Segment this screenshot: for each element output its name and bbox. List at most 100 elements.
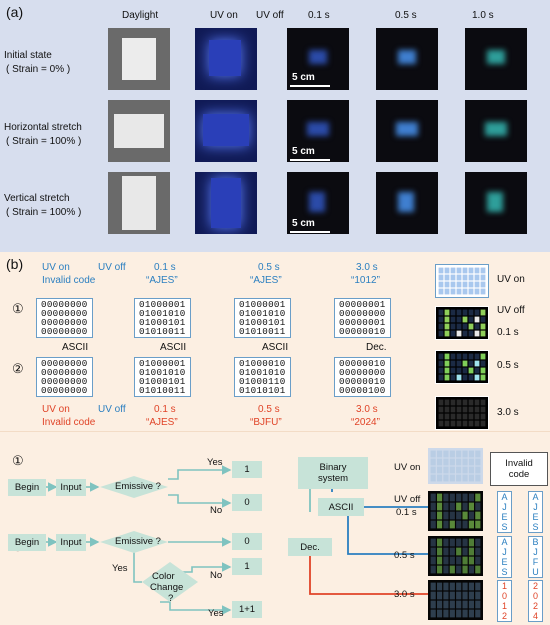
panel-a: (a) Daylight UV on UV off 0.1 s 0.5 s 1.…	[0, 0, 550, 252]
grid-cell	[456, 267, 462, 274]
grid-cell	[456, 413, 462, 420]
grid-cell	[468, 413, 474, 420]
grid-cell	[456, 309, 462, 316]
grid-cell	[468, 582, 475, 591]
top-caption-invalid: Invalid code	[42, 275, 96, 286]
panel-b: (b) UV on Invalid code UV off 0.1 s “AJE…	[0, 252, 550, 625]
grid-0-1s	[435, 306, 489, 340]
grid-0-5s	[435, 350, 489, 384]
grid-cell	[474, 288, 480, 295]
begin-box-2: Begin	[8, 534, 46, 551]
grid-cell	[430, 538, 436, 547]
grid-label-0-1s: 0.1 s	[497, 327, 519, 338]
grid-cell	[430, 466, 436, 474]
grid-cell	[444, 399, 450, 406]
grid-cell	[468, 520, 475, 529]
grid-cell	[462, 520, 468, 529]
grid-cell	[449, 502, 455, 511]
grid-cell	[462, 502, 468, 511]
grid-cell	[474, 413, 480, 420]
scale-bar-row3	[290, 231, 330, 233]
grid-cell	[449, 565, 455, 574]
grid-cell	[456, 511, 462, 520]
binary-system-box: Binary system	[298, 457, 368, 489]
photo-0-1s-horizontal	[287, 100, 349, 162]
grid-cell	[474, 353, 480, 360]
grid-cell	[436, 502, 443, 511]
grid-cell	[443, 547, 449, 556]
photo-uv-on-initial	[195, 28, 257, 90]
grid-cell	[436, 565, 443, 574]
bottom-caption-uv-off: UV off	[98, 404, 126, 415]
grid-cell	[450, 288, 456, 295]
grid-cell	[480, 420, 486, 427]
grid-cell	[456, 399, 462, 406]
no-label-2: No	[210, 570, 223, 581]
grid-cell	[450, 353, 456, 360]
grid-cell	[475, 609, 481, 618]
bottom-caption-code-3: “2024”	[351, 417, 380, 428]
invalid-code-line1: Invalid	[505, 458, 533, 469]
grid-cell	[436, 466, 443, 474]
grid-cell	[456, 420, 462, 427]
color-change-label-2: Change	[150, 582, 184, 593]
output-1-row1: 1	[232, 461, 262, 478]
grid-cell	[468, 353, 474, 360]
encoding-label-3: ASCII	[262, 342, 289, 353]
grid-cell	[456, 591, 462, 600]
grid-cell	[462, 367, 468, 374]
grid-cell	[456, 450, 462, 458]
grid-cell	[438, 413, 444, 420]
grid-cell	[444, 420, 450, 427]
bottom-caption-code-1: “AJES”	[146, 417, 178, 428]
grid-cell	[443, 458, 449, 466]
row-label-vertical: Vertical stretch	[4, 193, 70, 204]
grid-cell	[436, 547, 443, 556]
photo-0-1s-initial	[287, 28, 349, 90]
grid-cell	[443, 591, 449, 600]
grid-cell	[462, 353, 468, 360]
grid-cell	[438, 316, 444, 323]
grid-cell	[430, 474, 436, 482]
grid-cell	[438, 288, 444, 295]
grid-cell	[462, 556, 468, 565]
grid-cell	[436, 458, 443, 466]
row-label-horizontal: Horizontal stretch	[4, 122, 82, 133]
grid-cell	[456, 556, 462, 565]
top-caption-time-2: 0.5 s	[258, 262, 280, 273]
grid-cell	[456, 547, 462, 556]
grid-cell	[462, 288, 468, 295]
grid-cell	[449, 591, 455, 600]
grid-cell	[468, 600, 475, 609]
grid-cell	[430, 547, 436, 556]
flow-circle-1: ①	[12, 453, 24, 468]
binary-system-line1: Binary	[319, 462, 347, 473]
photo-uv-on-vertical	[195, 172, 257, 234]
grid-cell	[462, 281, 468, 288]
grid-cell	[430, 450, 436, 458]
grid-cell	[475, 493, 481, 502]
grid-cell	[462, 399, 468, 406]
grid-cell	[450, 281, 456, 288]
grid-cell	[444, 288, 450, 295]
grid-cell	[456, 466, 462, 474]
grid-cell	[443, 609, 449, 618]
grid-label-0-5s: 0.5 s	[497, 360, 519, 371]
grid-cell	[462, 360, 468, 367]
no-label-1: No	[210, 505, 223, 516]
grid-cell	[430, 591, 436, 600]
photo-0-5s-horizontal	[376, 100, 438, 162]
grid-label-3-0s: 3.0 s	[497, 407, 519, 418]
grid-cell	[443, 565, 449, 574]
grid-cell	[456, 458, 462, 466]
grid-cell	[468, 367, 474, 374]
column-header-daylight: Daylight	[122, 10, 159, 21]
grid-cell	[475, 458, 481, 466]
grid-cell	[474, 374, 480, 381]
encoding-label-2: ASCII	[160, 342, 187, 353]
grid-cell	[462, 493, 468, 502]
